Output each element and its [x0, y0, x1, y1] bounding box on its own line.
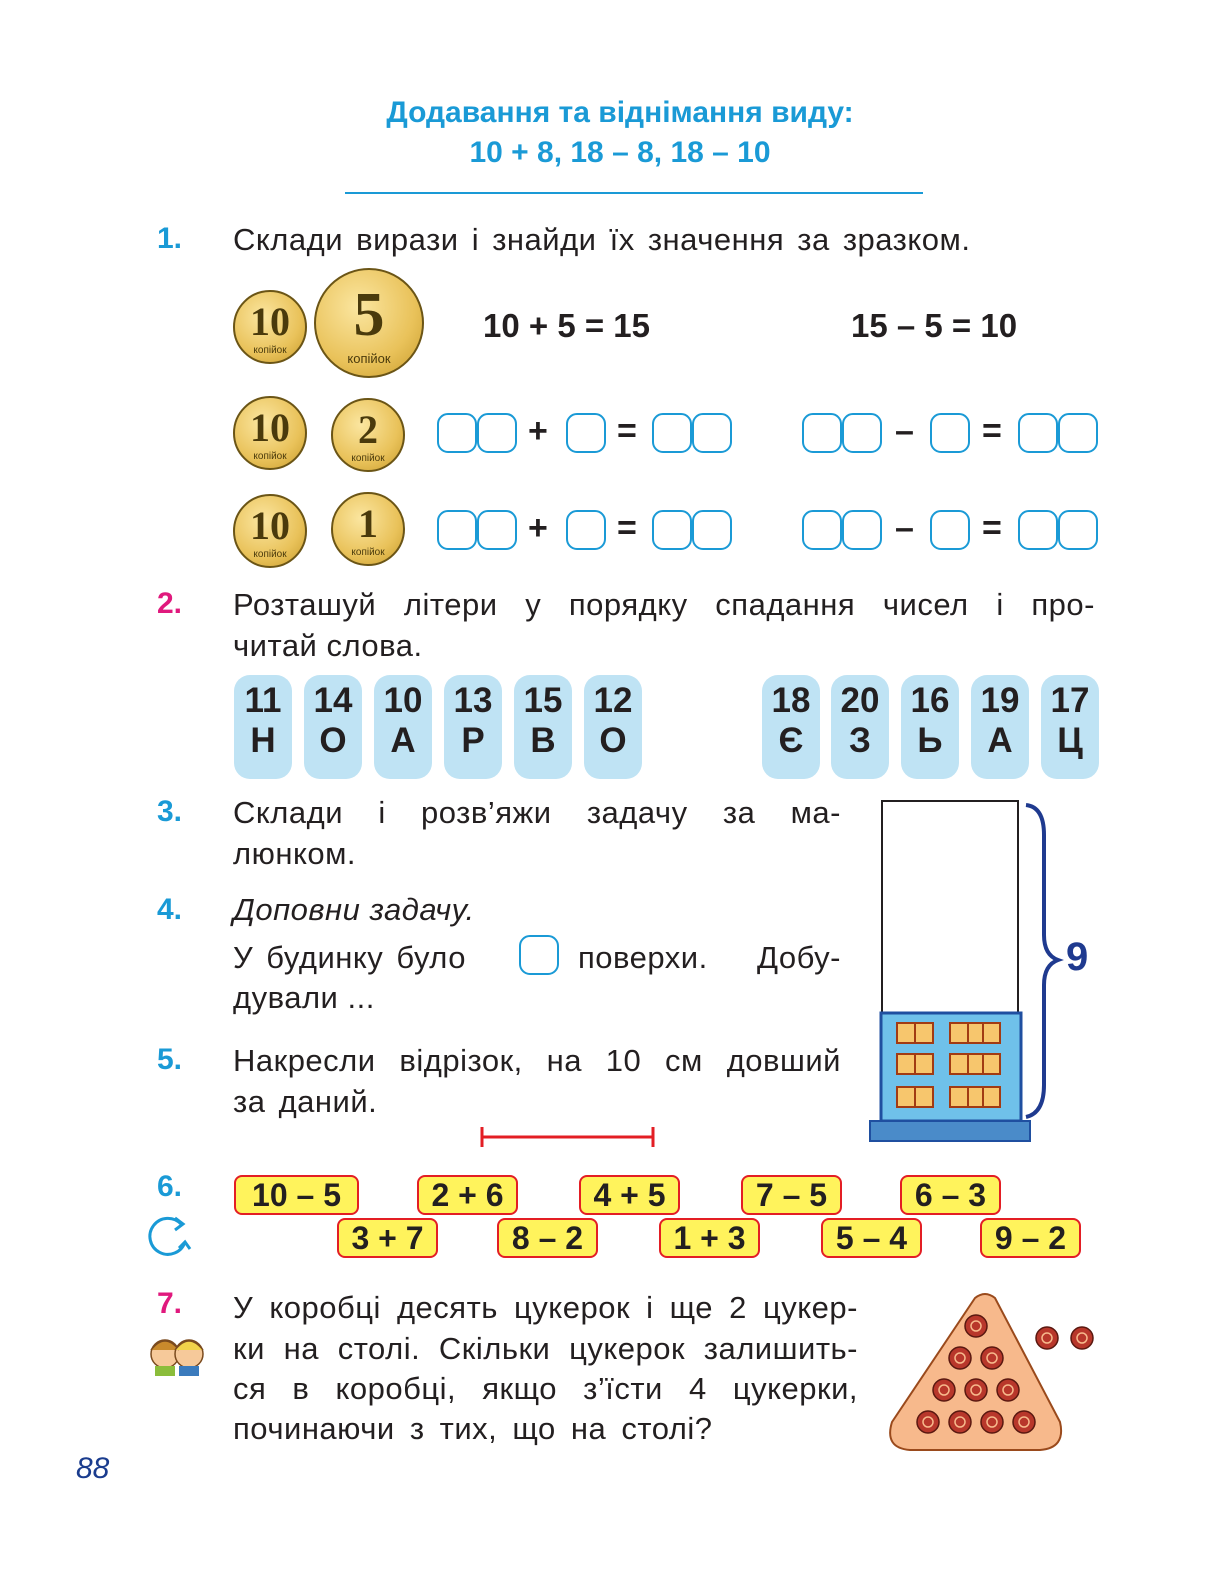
task-7-text-line1: У коробці десять цукерок і ще 2 цукер- [233, 1290, 858, 1325]
candy-box-illustration [889, 1293, 1094, 1451]
task-5-text-line1: Накресли відрізок, на 10 см довший [233, 1043, 841, 1078]
answer-box[interactable] [1058, 510, 1098, 550]
expression-card: 4 + 5 [579, 1175, 680, 1215]
plus-sign: + [528, 509, 548, 547]
task-4-text-line2: дували ... [233, 980, 375, 1015]
coin-10-icon: 10 копійок [233, 396, 307, 470]
expression-card: 2 + 6 [417, 1175, 518, 1215]
coin-5-icon: 5 копійок [314, 268, 424, 378]
task-7-text-line4: починаючи з тих, що на столі? [233, 1411, 713, 1446]
expression-card: 9 – 2 [980, 1218, 1081, 1258]
floors-answer-box[interactable] [519, 935, 559, 975]
equals-sign: = [617, 412, 637, 450]
answer-box[interactable] [477, 413, 517, 453]
answer-box[interactable] [437, 413, 477, 453]
plus-sign: + [528, 412, 548, 450]
coin-10-icon: 10 копійок [233, 290, 307, 364]
page-number: 88 [76, 1452, 110, 1485]
answer-box[interactable] [1018, 510, 1058, 550]
task-7-number: 7. [157, 1287, 183, 1320]
expression-card: 7 – 5 [741, 1175, 842, 1215]
task-3-text-line2: люнком. [233, 836, 357, 871]
answer-box[interactable] [842, 510, 882, 550]
answer-box[interactable] [842, 413, 882, 453]
task-4-number: 4. [157, 893, 183, 926]
task-4-italic-text: Доповни задачу. [233, 892, 475, 927]
answer-box[interactable] [1058, 413, 1098, 453]
cycle-icon [148, 1216, 192, 1256]
answer-box[interactable] [1018, 413, 1058, 453]
answer-box[interactable] [930, 510, 970, 550]
title-divider [345, 192, 923, 194]
coin-10-icon: 10 копійок [233, 494, 307, 568]
expression-card: 3 + 7 [337, 1218, 438, 1258]
building-illustration [869, 800, 1064, 1142]
expression-card: 5 – 4 [821, 1218, 922, 1258]
brace-label: 9 [1066, 935, 1089, 979]
expression-card: 1 + 3 [659, 1218, 760, 1258]
task-1-text: Склади вирази і знайди їх значення за зр… [233, 222, 971, 257]
task-7-text-line2: ки на столі. Скільки цукерок залишить- [233, 1331, 858, 1366]
task-3-text-line1: Склади і розв’яжи задачу за ма- [233, 795, 841, 830]
expression-card: 6 – 3 [900, 1175, 1001, 1215]
task-2-text-line1: Розташуй літери у порядку спадання чисел… [233, 587, 1095, 622]
task-2-text-line2: читай слова. [233, 628, 423, 663]
equals-sign: = [982, 412, 1002, 450]
answer-box[interactable] [652, 510, 692, 550]
answer-box[interactable] [566, 413, 606, 453]
kids-pair-icon [150, 1339, 204, 1376]
page-title: Додавання та віднімання виду: [386, 96, 854, 129]
coin-1-icon: 1 копійок [331, 492, 405, 566]
task-4-text-part1: У будинку було [233, 940, 466, 975]
page-subtitle: 10 + 8, 18 – 8, 18 – 10 [469, 136, 771, 169]
task-1-number: 1. [157, 222, 183, 255]
answer-box[interactable] [802, 510, 842, 550]
task-5-text-line2: за даний. [233, 1084, 378, 1119]
example-subtraction: 15 – 5 = 10 [851, 307, 1018, 344]
expression-card: 10 – 5 [234, 1175, 359, 1215]
answer-box[interactable] [566, 510, 606, 550]
task-6-number: 6. [157, 1170, 183, 1203]
coin-2-icon: 2 копійок [331, 398, 405, 472]
task-7-text-line3: ся в коробці, якщо з’їсти 4 цукерки, [233, 1371, 858, 1406]
equals-sign: = [982, 509, 1002, 547]
task-3-number: 3. [157, 795, 183, 828]
equals-sign: = [617, 509, 637, 547]
task-2-number: 2. [157, 587, 183, 620]
example-addition: 10 + 5 = 15 [483, 307, 650, 344]
line-segment [480, 1127, 655, 1147]
minus-sign: – [895, 412, 914, 450]
task-4-text-part2: поверхи. Добу- [578, 940, 841, 975]
minus-sign: – [895, 509, 914, 547]
answer-box[interactable] [930, 413, 970, 453]
task-5-number: 5. [157, 1043, 183, 1076]
answer-box[interactable] [652, 413, 692, 453]
answer-box[interactable] [692, 510, 732, 550]
answer-box[interactable] [802, 413, 842, 453]
answer-box[interactable] [437, 510, 477, 550]
answer-box[interactable] [692, 413, 732, 453]
expression-card: 8 – 2 [497, 1218, 598, 1258]
answer-box[interactable] [477, 510, 517, 550]
